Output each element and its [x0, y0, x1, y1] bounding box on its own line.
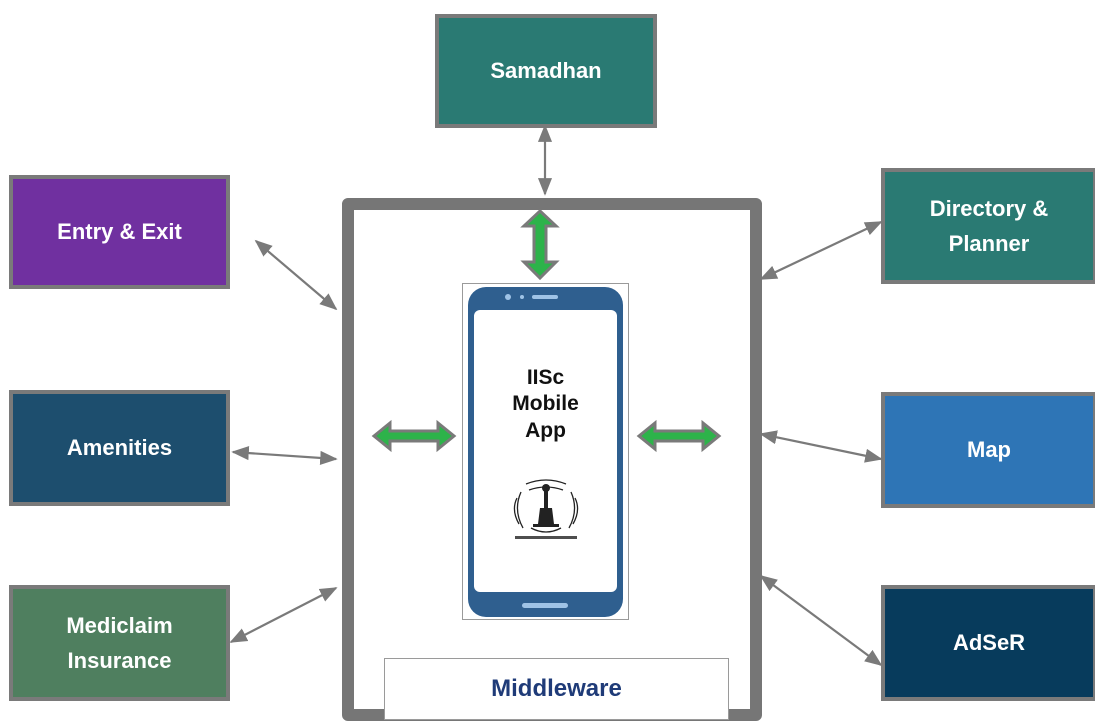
link-amenities [231, 446, 338, 465]
app-title-line3: App [525, 418, 566, 442]
mediclaim-label-line2: Insurance [67, 648, 172, 673]
middleware-box: Middleware [384, 658, 729, 720]
mediclaim-label-line1: Mediclaim [66, 612, 173, 638]
adser-box: AdSeR [881, 585, 1095, 701]
link-entry-exit [254, 239, 338, 311]
iisc-emblem-icon [513, 479, 579, 539]
app-title: IISc Mobile App [474, 365, 617, 444]
samadhan-label: Samadhan [490, 58, 602, 84]
directory-planner-label-line1: Directory & [929, 195, 1049, 221]
phone-home-bar-icon [522, 603, 568, 608]
mediclaim-box: Mediclaim Insurance [9, 585, 230, 701]
link-map [759, 430, 883, 463]
entry-exit-label: Entry & Exit [57, 219, 182, 245]
adser-label: AdSeR [952, 630, 1026, 656]
samadhan-box: Samadhan [435, 14, 657, 128]
phone-camera-icon [505, 294, 511, 300]
inner-arrow-top [520, 208, 560, 281]
phone-screen [474, 310, 617, 592]
link-directory-planner [759, 221, 883, 280]
app-title-line1: IISc [526, 366, 565, 389]
link-adser [759, 574, 883, 667]
map-label: Map [967, 437, 1011, 463]
map-box: Map [881, 392, 1095, 508]
directory-planner-box: Directory & Planner [881, 168, 1095, 284]
entry-exit-box: Entry & Exit [9, 175, 230, 289]
phone-sensor-icon [520, 295, 524, 299]
link-mediclaim [229, 587, 338, 643]
middleware-label: Middleware [491, 675, 622, 702]
phone-speaker-icon [532, 295, 558, 299]
amenities-box: Amenities [9, 390, 230, 506]
app-title-line2: Mobile [512, 392, 579, 416]
amenities-label: Amenities [66, 435, 173, 461]
inner-arrow-left [371, 419, 457, 453]
directory-planner-label-line2: Planner [948, 231, 1030, 256]
inner-arrow-right [636, 419, 722, 453]
